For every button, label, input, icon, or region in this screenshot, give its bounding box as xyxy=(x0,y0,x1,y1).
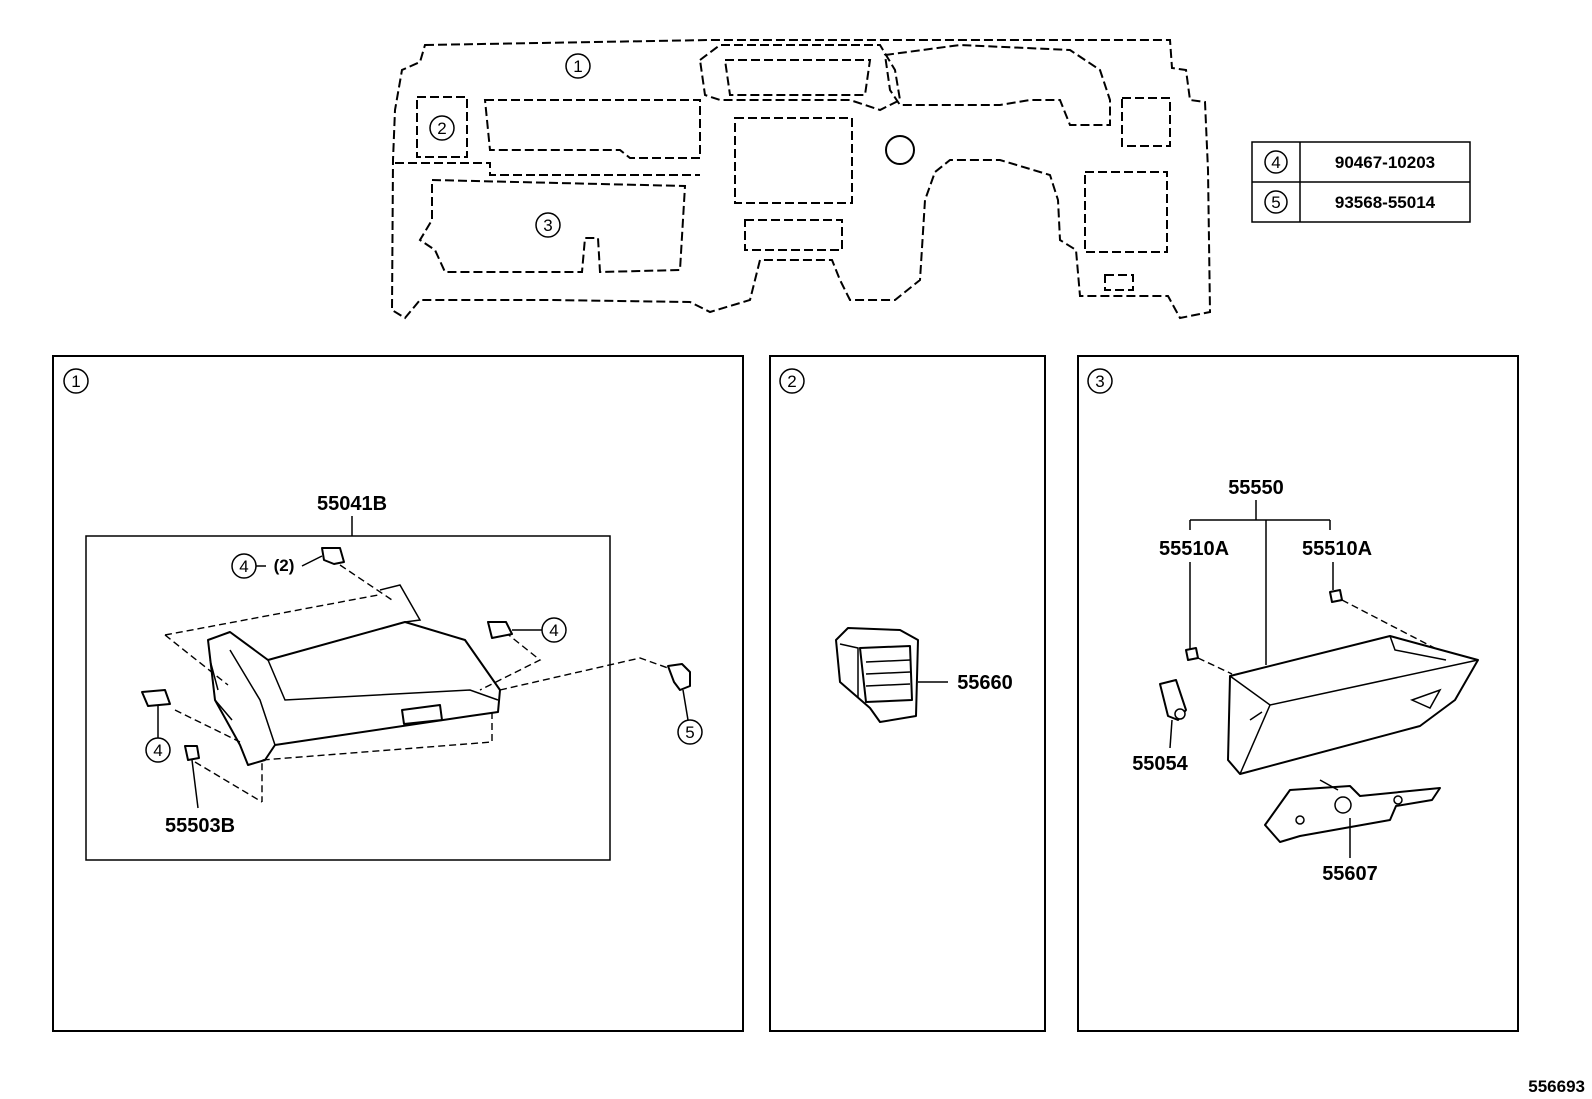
glove-box-door xyxy=(207,584,501,766)
svg-text:2: 2 xyxy=(787,372,796,391)
bracket xyxy=(1264,779,1441,858)
legend-table: 4 90467-10203 5 93568-55014 xyxy=(1251,141,1471,223)
legend-ref-5: 5 xyxy=(1264,190,1288,214)
clip-quantity: (2) xyxy=(274,556,295,575)
legend-part-4: 90467-10203 xyxy=(1335,153,1435,172)
part-55510A-right: 55510A xyxy=(1302,538,1372,560)
ref-4-left: 4 xyxy=(145,737,171,763)
part-55503B: 55503B xyxy=(165,815,235,837)
overview-label-1: 1 xyxy=(565,53,591,79)
svg-text:3: 3 xyxy=(543,216,552,235)
svg-text:1: 1 xyxy=(71,372,80,391)
air-vent xyxy=(835,627,919,723)
part-55054: 55054 xyxy=(1132,753,1188,775)
box-assy-frame xyxy=(85,535,611,861)
glove-box xyxy=(1227,635,1479,775)
svg-text:5: 5 xyxy=(1271,193,1280,212)
panel-1: 1 55041B 4 (2) xyxy=(52,355,744,1032)
panel-3-ref: 3 xyxy=(1087,368,1113,394)
cushion-left-shape xyxy=(1185,647,1199,661)
overview-label-2: 2 xyxy=(429,115,455,141)
part-55550: 55550 xyxy=(1228,477,1284,499)
clip-left xyxy=(141,689,171,707)
svg-text:4: 4 xyxy=(239,557,248,576)
panel-3: 3 55550 55510A 55510A 5 xyxy=(1077,355,1519,1032)
svg-text:1: 1 xyxy=(573,57,582,76)
part-55041B: 55041B xyxy=(317,493,387,515)
svg-text:5: 5 xyxy=(685,723,694,742)
cushion-right-shape xyxy=(1329,589,1343,603)
svg-text:2: 2 xyxy=(437,119,446,138)
overview-label-3: 3 xyxy=(535,212,561,238)
part-55510A-left: 55510A xyxy=(1159,538,1229,560)
panel-1-ref: 1 xyxy=(63,368,89,394)
ref-4-right: 4 xyxy=(541,617,567,643)
svg-text:4: 4 xyxy=(549,621,558,640)
part-55660: 55660 xyxy=(957,672,1013,694)
part-55503B-shape xyxy=(184,745,200,761)
damper xyxy=(1159,679,1187,749)
part-55607: 55607 xyxy=(1322,863,1378,885)
panel-2: 2 55660 xyxy=(769,355,1046,1032)
ref-4-top: 4 xyxy=(231,553,257,579)
panel-2-ref: 2 xyxy=(779,368,805,394)
legend-ref-4: 4 xyxy=(1264,150,1288,174)
legend-part-5: 93568-55014 xyxy=(1335,193,1436,212)
clip-right xyxy=(487,621,513,639)
screw-5: 5 xyxy=(667,663,703,745)
dashboard-overview xyxy=(390,39,1212,320)
illustration-number: 556693 xyxy=(1528,1077,1585,1096)
svg-text:4: 4 xyxy=(153,741,162,760)
clip-top xyxy=(321,547,345,565)
svg-text:4: 4 xyxy=(1271,153,1280,172)
svg-text:3: 3 xyxy=(1095,372,1104,391)
